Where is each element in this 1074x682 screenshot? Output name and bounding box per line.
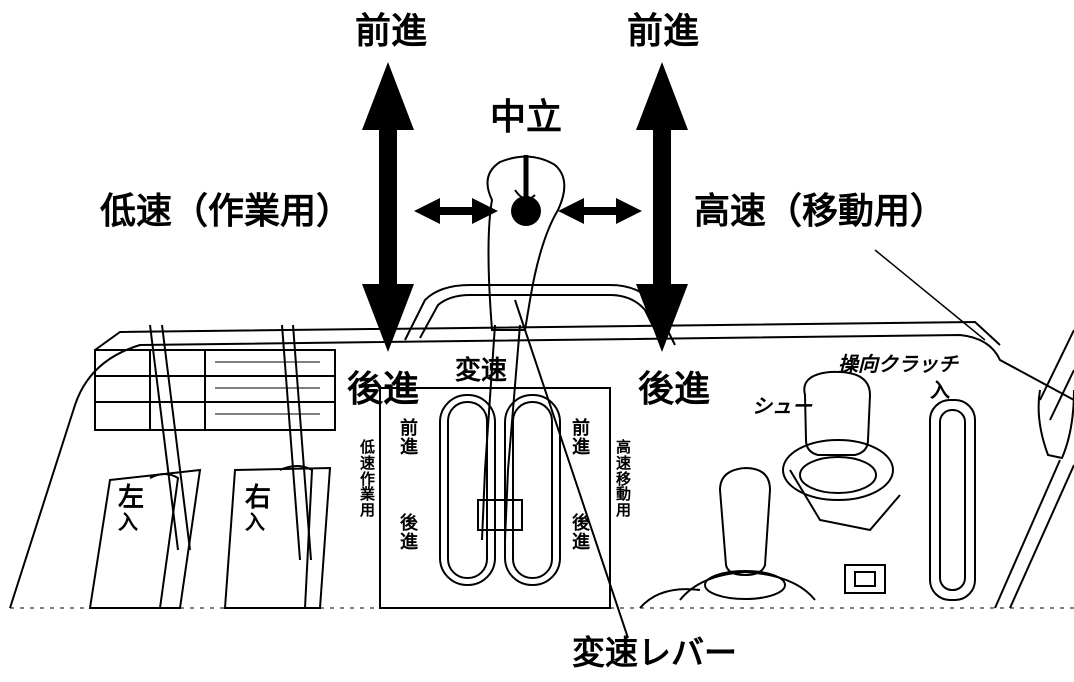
reverse-label-left: 後進: [347, 369, 420, 410]
gate-left-speed-label: 低速作業用: [360, 438, 376, 519]
shift-lever-grip: [486, 155, 566, 331]
warning-placard: [94, 349, 336, 431]
right-pole: [994, 459, 1061, 609]
steering-clutch-slot: [929, 399, 976, 601]
low-speed-label: 低速（作業用）: [100, 191, 353, 232]
throttle-lever-knob: [718, 466, 772, 577]
right-forward-reverse-arrow: [636, 62, 688, 352]
panel-steering-clutch-label: 操向クラッチ: [838, 352, 958, 376]
shift-lever-shaft: [481, 324, 521, 541]
gate-crossover: [477, 499, 523, 531]
shift-gate-plate: [379, 387, 611, 609]
gate-right-speed-label: 高速移動用: [616, 438, 632, 519]
panel-right-in-label: 入: [245, 510, 265, 534]
shift-lever-label: 変速レバー: [572, 633, 737, 672]
panel-left-clutch-label: 左: [118, 483, 145, 513]
panel-hensoku-label: 変速: [455, 356, 508, 386]
left-clutch-slot: [88, 468, 202, 609]
left-side-arrow: [414, 198, 498, 224]
control-panel-outline: [9, 333, 1074, 609]
high-speed-label: 高速（移動用）: [694, 191, 947, 232]
neutral-dot: [511, 196, 541, 226]
forward-label-left: 前進: [355, 11, 428, 52]
panel-right-clutch-label: 右: [245, 483, 272, 513]
gate-right-forward-label: 前進: [572, 418, 590, 458]
panel-clutch-in-label: 入: [930, 378, 950, 402]
gate-right-reverse-label: 後進: [572, 513, 590, 553]
control-panel-top-edge: [94, 320, 1001, 351]
panel-left-in-label: 入: [118, 510, 138, 534]
right-steering-lever: [281, 324, 301, 561]
left-forward-reverse-arrow: [362, 62, 414, 352]
gate-slot-right: [504, 394, 561, 586]
right-clutch-slot: [223, 466, 332, 609]
gate-left-reverse-label: 後進: [400, 513, 418, 553]
forward-label-right: 前進: [627, 11, 700, 52]
shoe-lever-knob: [803, 370, 872, 456]
shift-lever-leader: [514, 299, 629, 639]
reverse-label-right: 後進: [638, 369, 711, 410]
panel-shoe-label: シュー: [752, 394, 812, 418]
right-side-arrow: [558, 198, 642, 224]
gate-left-forward-label: 前進: [400, 418, 418, 458]
left-steering-lever: [149, 324, 179, 551]
gate-slot-left: [439, 394, 496, 586]
neutral-label: 中立: [490, 97, 563, 138]
